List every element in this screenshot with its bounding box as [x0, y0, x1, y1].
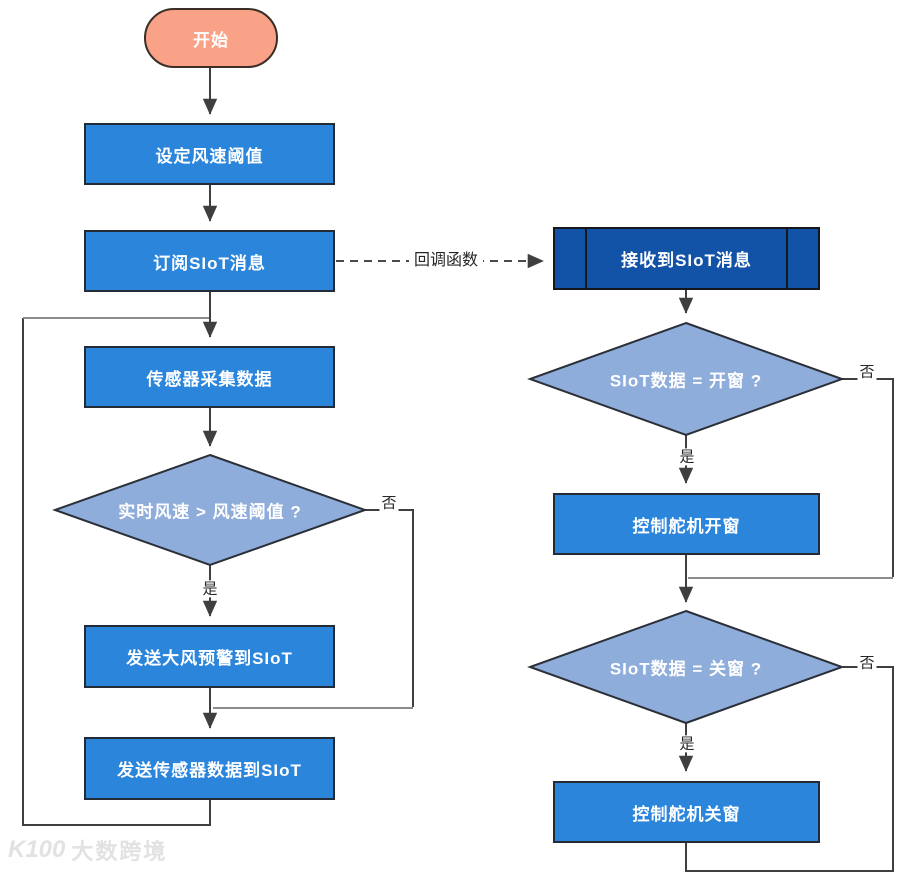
predef-left-bar — [585, 229, 587, 288]
edge-label-no-close: 否 — [857, 654, 877, 672]
close-decision-label: SIoT数据 = 关窗 ? — [609, 659, 763, 679]
edge-label-yes-open: 是 — [677, 448, 697, 466]
servo-open-node: 控制舵机开窗 — [553, 493, 820, 555]
sensor-collect-label: 传感器采集数据 — [146, 369, 273, 389]
receive-siot-node: 接收到SIoT消息 — [553, 227, 820, 290]
subscribe-siot-label: 订阅SIoT消息 — [153, 253, 266, 273]
servo-open-label: 控制舵机开窗 — [632, 516, 741, 536]
edge-label-yes-wind: 是 — [200, 580, 220, 598]
edge-label-callback: 回调函数 — [408, 251, 484, 271]
watermark-text: 大数跨境 — [71, 839, 168, 864]
servo-close-node: 控制舵机关窗 — [553, 781, 820, 843]
servo-close-label: 控制舵机关窗 — [632, 804, 741, 824]
send-warning-node: 发送大风预警到SIoT — [84, 625, 335, 688]
edge-label-no-wind: 否 — [379, 494, 399, 512]
open-decision-diamond — [527, 321, 845, 437]
predef-right-bar — [786, 229, 788, 288]
edge-wind-no-vertical — [365, 509, 414, 707]
edge-label-yes-close: 是 — [677, 735, 697, 753]
set-threshold-label: 设定风速阈值 — [155, 146, 264, 166]
edge-open-no-vertical — [842, 378, 894, 577]
subscribe-siot-node: 订阅SIoT消息 — [84, 230, 335, 292]
watermark-logo-icon: K100 — [8, 836, 66, 863]
watermark: K100 大数跨境 — [8, 834, 167, 866]
sensor-collect-node: 传感器采集数据 — [84, 346, 335, 408]
set-threshold-node: 设定风速阈值 — [84, 123, 335, 185]
send-sensor-data-label: 发送传感器数据到SIoT — [117, 761, 302, 780]
wind-decision-label: 实时风速 > 风速阈值 ? — [118, 502, 302, 522]
edge-sensor-loop-back — [22, 318, 211, 826]
edge-label-no-open: 否 — [857, 363, 877, 381]
open-decision-label: SIoT数据 = 开窗 ? — [609, 371, 763, 391]
receive-siot-label: 接收到SIoT消息 — [621, 251, 752, 270]
start-node: 开始 — [144, 8, 278, 68]
send-warning-label: 发送大风预警到SIoT — [126, 649, 293, 668]
wind-decision-diamond — [52, 453, 368, 567]
start-node-label: 开始 — [193, 30, 229, 50]
close-decision-diamond — [527, 609, 845, 725]
send-sensor-data-node: 发送传感器数据到SIoT — [84, 737, 335, 800]
